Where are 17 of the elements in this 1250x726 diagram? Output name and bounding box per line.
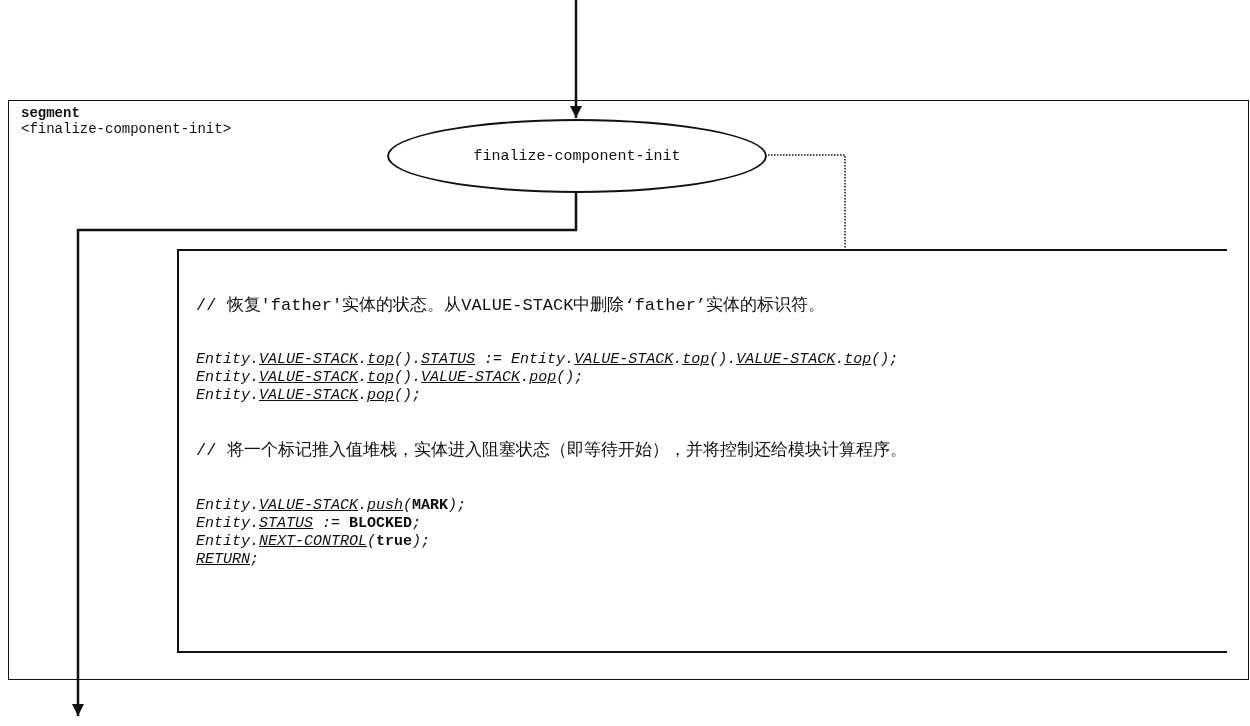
code-line: Entity.VALUE-STACK.push(MARK); xyxy=(196,497,467,514)
segment-frame xyxy=(8,100,1249,680)
code-line: Entity.VALUE-STACK.pop(); xyxy=(196,387,422,404)
code-line: Entity.VALUE-STACK.top().STATUS := Entity.VALUE-STACK.top().VALUE-STACK.top(); xyxy=(196,351,899,368)
code-line: Entity.STATUS := BLOCKED; xyxy=(196,515,422,532)
code-line: Entity.VALUE-STACK.top().VALUE-STACK.pop(); xyxy=(196,369,584,386)
code-line: RETURN; xyxy=(196,551,260,568)
arrow xyxy=(72,192,578,716)
code-line: Entity.NEXT-CONTROL(true); xyxy=(196,533,431,550)
code-box xyxy=(177,249,1227,653)
comment-text: // 恢复'father'实体的状态。从VALUE-STACK中删除‘father’实体的标识符。 xyxy=(196,295,826,316)
comment-text: // 将一个标记推入值堆栈，实体进入阻塞状态（即等待开始），并将控制还给模块计算程序。 xyxy=(196,439,907,461)
arrow xyxy=(570,0,582,118)
segment-name: <finalize-component-init> xyxy=(21,121,232,137)
heading-text: segment xyxy=(21,105,80,121)
process-label: finalize-component-init xyxy=(473,147,681,165)
dotted-connector xyxy=(767,154,846,249)
